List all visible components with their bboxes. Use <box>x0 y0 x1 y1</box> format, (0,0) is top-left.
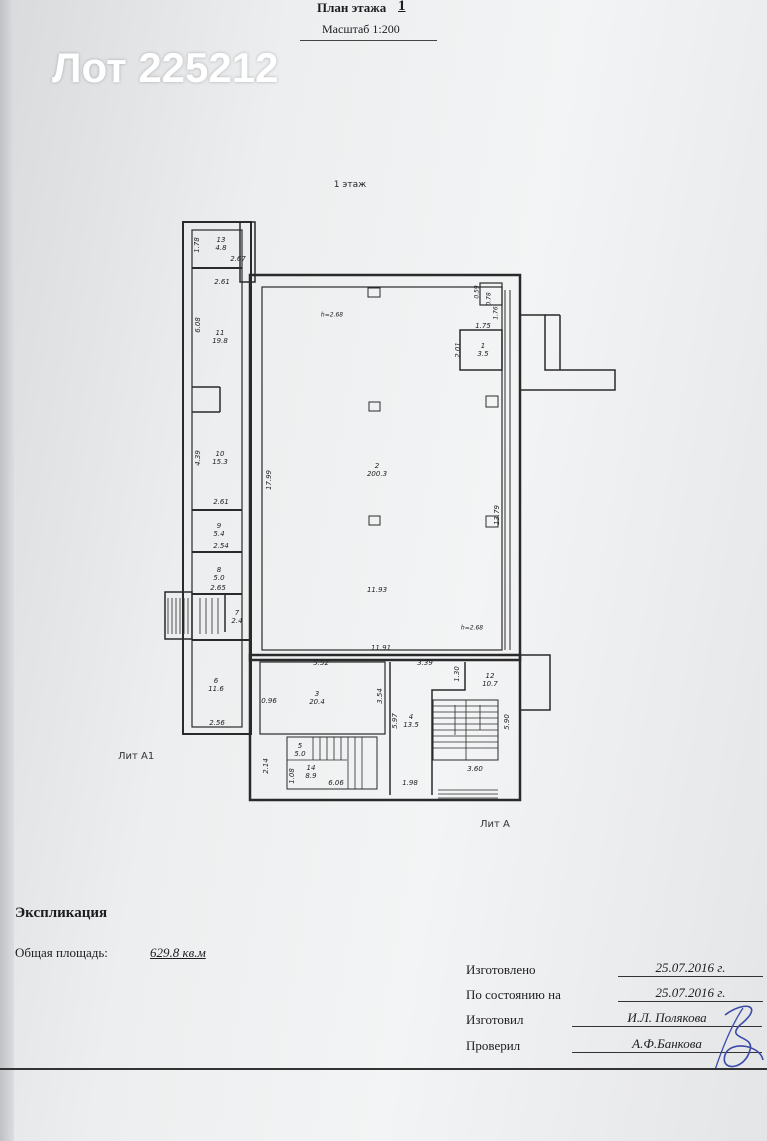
room-area: 10.7 <box>482 680 498 688</box>
room-area: 5.0 <box>213 574 225 582</box>
dimension: 1.08 <box>288 768 296 784</box>
maker-value: И.Л. Полякова <box>572 1010 762 1027</box>
room-area: 8.9 <box>305 772 317 780</box>
room-area: 15.3 <box>212 458 228 466</box>
dimension: 6.06 <box>328 779 344 787</box>
floor-number: 1 <box>398 0 406 14</box>
dimension: 2.67 <box>230 255 246 263</box>
state-value: 25.07.2016 г. <box>618 985 763 1002</box>
total-area-label: Общая площадь: <box>15 945 108 960</box>
room-number: 8 <box>216 566 222 574</box>
state-label: По состоянию на <box>466 987 561 1002</box>
dimension: 17.99 <box>265 469 273 491</box>
room-area: 13.5 <box>403 721 419 729</box>
dimension: 11.91 <box>370 644 392 652</box>
explication-title: Экспликация <box>15 905 108 921</box>
room-area: 4.8 <box>215 244 227 252</box>
checker-label: Проверил <box>466 1038 521 1053</box>
room-number: 1 <box>480 342 486 350</box>
dimension: 2.65 <box>210 584 226 592</box>
dimension: 1.75 <box>475 322 491 330</box>
header-underline <box>300 40 437 41</box>
dimension: 4.39 <box>194 450 202 466</box>
lot-watermark: Лот 225212 <box>52 44 279 91</box>
dimension: 0.59 <box>473 285 481 299</box>
plan-title: План этажа <box>317 0 387 15</box>
room-number: 6 <box>213 677 219 685</box>
handwritten-signature <box>714 1005 764 1071</box>
room-area: 11.6 <box>208 685 224 693</box>
room-area: 20.4 <box>309 698 325 706</box>
floor-label: 1 этаж <box>333 180 367 190</box>
paper-edge <box>0 0 14 1141</box>
room-number: 7 <box>234 609 240 617</box>
dimension: 1.98 <box>402 779 418 787</box>
room-number: 12 <box>485 672 495 680</box>
room-area: 3.5 <box>477 350 489 358</box>
lit-a-label: Лит А <box>480 819 510 830</box>
dimension: 13.79 <box>493 504 501 526</box>
dimension: 0.78 <box>485 292 493 306</box>
room-area: 19.8 <box>212 337 228 345</box>
ceiling-height: h=2.68 <box>320 311 344 319</box>
made-value: 25.07.2016 г. <box>618 960 763 977</box>
dimension: 5.97 <box>391 713 399 729</box>
room-number: 10 <box>215 450 225 458</box>
dimension: 1.78 <box>193 237 201 253</box>
lit-a1-label: Лит А1 <box>118 751 155 762</box>
ceiling-height: h=2.68 <box>460 624 484 632</box>
dimension: 2.01 <box>454 342 462 358</box>
checker-value: А.Ф.Банкова <box>572 1036 762 1053</box>
floor-plan-drawing <box>164 221 616 802</box>
room-number: 13 <box>216 236 226 244</box>
room-number: 11 <box>215 329 225 337</box>
room-area: 200.3 <box>366 470 388 478</box>
dimension: 1.30 <box>453 666 461 682</box>
room-area: 5.4 <box>213 530 225 538</box>
dimension: 3.54 <box>376 688 384 704</box>
dimension: 2.54 <box>213 542 229 550</box>
dimension: 2.61 <box>213 498 229 506</box>
room-number: 2 <box>374 462 380 470</box>
scale-label: Масштаб 1:200 <box>322 22 400 36</box>
total-area-value: 629.8 кв.м <box>150 945 206 960</box>
dimension: 5.90 <box>503 714 511 730</box>
dimension: 2.14 <box>262 758 270 774</box>
dimension: 6.08 <box>194 317 202 333</box>
room-number: 9 <box>216 522 222 530</box>
dimension: 3.39 <box>417 659 433 667</box>
room-number: 4 <box>408 713 414 721</box>
room-area: 2.4 <box>231 617 243 625</box>
dimension: 3.60 <box>467 765 483 773</box>
dimension: 2.56 <box>209 719 225 727</box>
room-number: 3 <box>314 690 320 698</box>
room-number: 5 <box>297 742 303 750</box>
dimension: 5.52 <box>313 659 329 667</box>
dimension: 1.76 <box>492 306 500 320</box>
maker-label: Изготовил <box>466 1012 524 1027</box>
room-area: 5.0 <box>294 750 306 758</box>
bottom-rule <box>0 1068 767 1070</box>
dimension: 0.96 <box>261 697 277 705</box>
dimension: 2.61 <box>214 278 230 286</box>
made-label: Изготовлено <box>466 962 536 977</box>
dimension: 11.93 <box>366 586 388 594</box>
room-number: 14 <box>306 764 316 772</box>
